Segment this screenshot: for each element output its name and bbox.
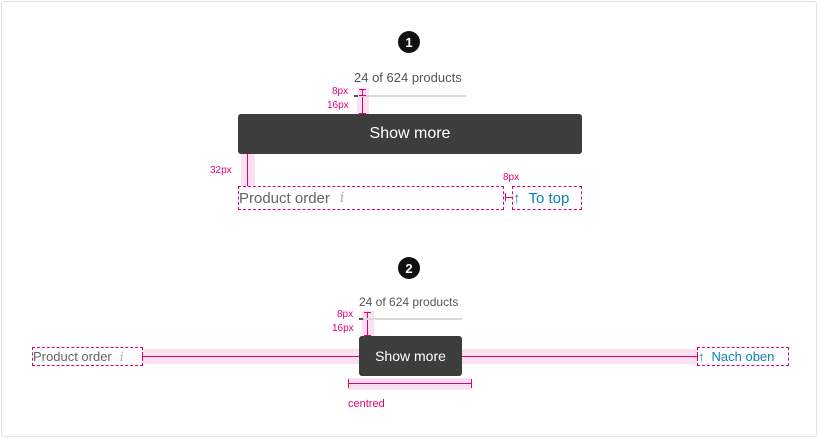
spacing-highlight — [357, 88, 369, 114]
progress-bar-fill — [359, 318, 364, 320]
spec-line — [505, 197, 513, 198]
to-top-label: Nach oben — [711, 349, 775, 364]
spec-tick — [471, 379, 472, 388]
product-count-text: 24 of 624 products — [354, 70, 462, 85]
to-top-link[interactable]: ↑ To top — [512, 186, 582, 210]
spec-line — [142, 356, 360, 357]
spacing-highlight — [362, 311, 374, 336]
progress-bar-fill — [354, 95, 359, 97]
product-order-control[interactable]: Product order i — [32, 347, 143, 366]
spec-tick — [505, 193, 506, 201]
to-top-label: To top — [528, 189, 570, 207]
spec-line — [362, 97, 363, 113]
spacing-highlight — [241, 154, 255, 186]
spec-line — [462, 356, 698, 357]
arrow-up-icon: ↑ — [698, 349, 705, 364]
spec-label-16px: 16px — [332, 323, 354, 334]
spec-tick — [348, 379, 349, 388]
spacing-highlight — [348, 378, 472, 390]
show-more-button[interactable]: Show more — [238, 114, 582, 154]
spec-tick — [359, 95, 366, 96]
info-icon[interactable]: i — [119, 349, 124, 364]
spec-label-8px: 8px — [332, 86, 349, 97]
spec-line — [247, 154, 248, 186]
spec-line — [367, 320, 368, 335]
show-more-button[interactable]: Show more — [359, 336, 462, 376]
step-badge-1: 1 — [398, 31, 420, 53]
arrow-up-icon: ↑ — [513, 189, 521, 207]
step-badge-2: 2 — [398, 257, 420, 279]
spec-line — [367, 312, 368, 318]
spec-label-centred: centred — [348, 398, 385, 410]
spec-line — [362, 89, 363, 95]
spec-label-32px: 32px — [210, 165, 232, 176]
spec-label-8px: 8px — [337, 309, 354, 320]
spec-tick — [359, 113, 366, 114]
product-order-control[interactable]: Product order i — [238, 186, 504, 210]
product-order-label: Product order — [33, 349, 112, 364]
spec-line — [348, 383, 472, 384]
product-order-label: Product order — [239, 189, 330, 207]
spec-tick — [364, 335, 371, 336]
progress-bar — [359, 318, 462, 320]
to-top-link[interactable]: ↑ Nach oben — [697, 347, 789, 366]
progress-bar — [354, 95, 466, 97]
product-count-text: 24 of 624 products — [359, 295, 459, 309]
spec-label-gap-8px: 8px — [503, 172, 520, 183]
spec-label-16px: 16px — [327, 100, 349, 111]
info-icon[interactable]: i — [339, 190, 345, 206]
